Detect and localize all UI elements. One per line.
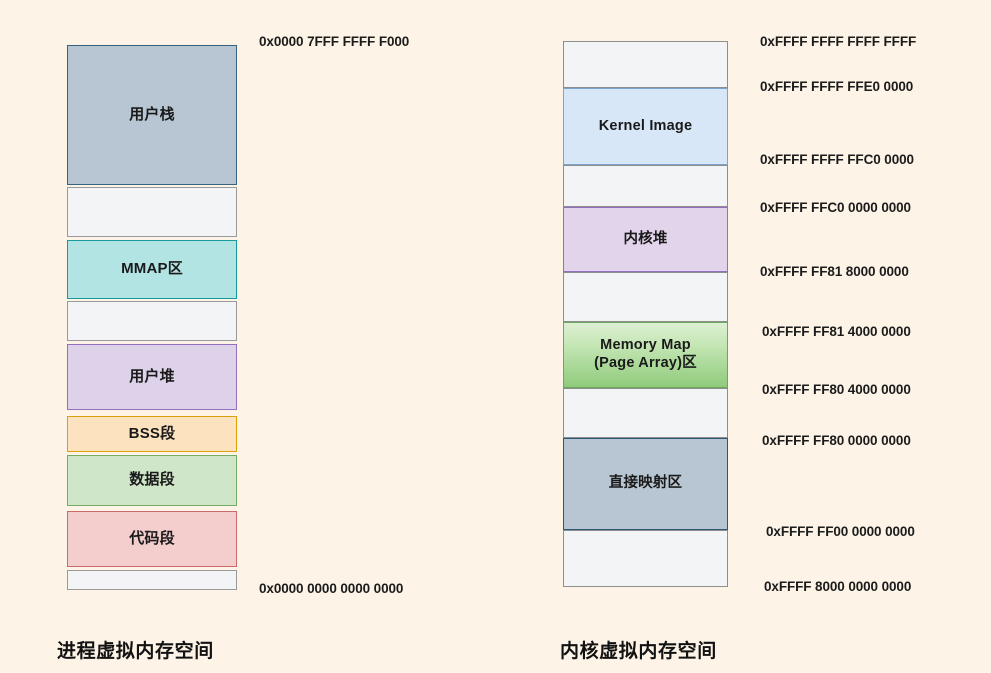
memory-block-kernel-heap: 内核堆	[563, 207, 728, 272]
memory-block-gap-2	[563, 272, 728, 322]
memory-block-user-stack: 用户栈	[67, 45, 237, 185]
address-label-addr-bottom: 0x0000 0000 0000 0000	[259, 581, 404, 596]
memory-block-gap-2	[67, 301, 237, 341]
address-label-addr-ffff-ffff-ffc0-0000: 0xFFFF FFFF FFC0 0000	[760, 152, 914, 167]
address-label-addr-ffff-ffc0-0000-0000: 0xFFFF FFC0 0000 0000	[760, 200, 911, 215]
address-label-addr-ffff-ff00-0000-0000: 0xFFFF FF00 0000 0000	[766, 524, 915, 539]
address-label-addr-ffff-ff81-8000-0000: 0xFFFF FF81 8000 0000	[760, 264, 909, 279]
memory-block-label-text-segment: 代码段	[129, 529, 175, 547]
memory-block-gap-bottom	[563, 530, 728, 587]
memory-block-label-direct-mapping: 直接映射区	[608, 475, 683, 492]
memory-block-gap-3	[563, 388, 728, 438]
memory-block-user-heap: 用户堆	[67, 344, 237, 410]
memory-block-memory-map: Memory Map (Page Array)区	[563, 322, 728, 388]
memory-column-kernel: Kernel Image 内核堆 Memory Map (Page Array)区直…	[563, 36, 728, 587]
memory-block-mmap-region: MMAP区	[67, 240, 237, 299]
address-label-addr-ffff-8000-0000-0000: 0xFFFF 8000 0000 0000	[764, 579, 912, 594]
memory-block-bss-segment: BSS段	[67, 416, 237, 452]
memory-block-label-data-segment: 数据段	[129, 471, 175, 489]
address-label-addr-ffff-ff80-0000-0000: 0xFFFF FF80 0000 0000	[762, 433, 911, 448]
memory-block-direct-mapping: 直接映射区	[563, 438, 728, 530]
memory-block-gap-1	[563, 165, 728, 207]
address-label-addr-ffff-ffff-ffe0-0000: 0xFFFF FFFF FFE0 0000	[760, 79, 914, 94]
caption-kernel: 内核虚拟内存空间	[560, 641, 717, 662]
memory-block-gap-3	[67, 570, 237, 590]
address-label-addr-ffff-ff81-4000-0000: 0xFFFF FF81 4000 0000	[762, 324, 911, 339]
memory-block-label-bss-segment: BSS段	[128, 424, 176, 442]
memory-block-label-memory-map: Memory Map (Page Array)区	[594, 337, 697, 371]
memory-block-label-mmap-region: MMAP区	[121, 260, 183, 278]
memory-column-process: 用户栈 MMAP区用户堆 BSS段数据段代码段	[67, 41, 237, 590]
memory-block-data-segment: 数据段	[67, 455, 237, 506]
memory-block-kernel-image: Kernel Image	[563, 88, 728, 165]
memory-block-label-user-heap: 用户堆	[129, 367, 175, 385]
memory-block-text-segment: 代码段	[67, 511, 237, 567]
memory-block-gap-1	[67, 187, 237, 237]
memory-block-label-user-stack: 用户栈	[129, 105, 175, 123]
memory-block-label-kernel-image: Kernel Image	[598, 117, 693, 134]
address-label-addr-ffff-ff80-4000-0000: 0xFFFF FF80 4000 0000	[762, 382, 911, 397]
memory-block-gap-top	[563, 41, 728, 88]
caption-process: 进程虚拟内存空间	[57, 641, 214, 662]
memory-block-label-kernel-heap: 内核堆	[623, 230, 668, 247]
address-label-addr-ffff-ffff-ffff-ffff: 0xFFFF FFFF FFFF FFFF	[760, 34, 917, 49]
address-label-addr-top: 0x0000 7FFF FFFF F000	[259, 34, 410, 49]
